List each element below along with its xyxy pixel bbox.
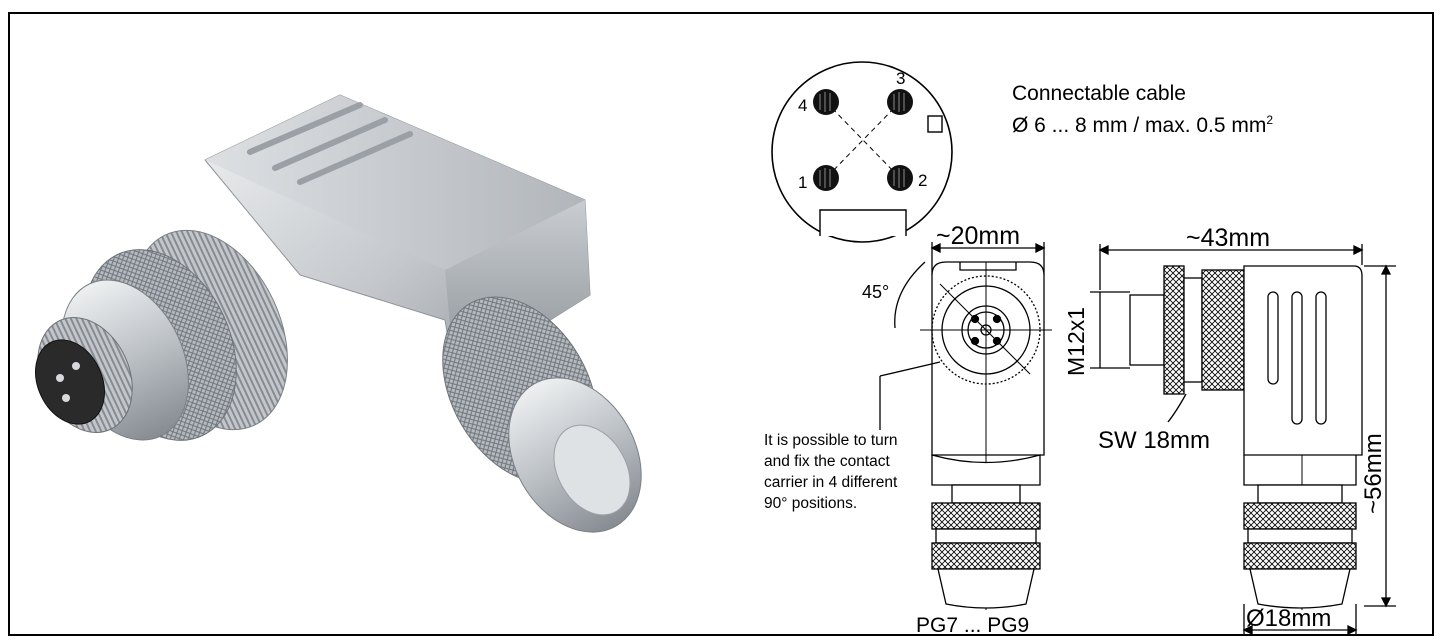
dim-angle: 45°	[862, 282, 889, 302]
cable-spec: Connectable cable Ø 6 ... 8 mm / max. 0.…	[1012, 80, 1273, 139]
front-gland-knurl	[931, 502, 1041, 530]
dim-front-width: ~20mm	[936, 222, 1020, 250]
connector-photo	[35, 94, 642, 533]
side-nut-knurl	[1163, 265, 1185, 395]
housing-top	[205, 95, 585, 270]
angle-arc	[894, 261, 926, 329]
dim-arrows	[930, 242, 1046, 254]
pin-label-4: 4	[798, 96, 807, 115]
pin-3	[887, 89, 913, 115]
dim-wrench: SW 18mm	[1098, 427, 1210, 454]
pin-label-1: 1	[798, 173, 807, 192]
pin-1	[813, 165, 839, 191]
side-view-drawing	[1090, 244, 1396, 636]
dim-gland: PG7 ... PG9	[916, 614, 1029, 637]
housing-grooves	[247, 102, 413, 185]
pin-layout-outline	[771, 61, 953, 243]
dim-height: ~56mm	[1360, 433, 1387, 514]
pin-label-2: 2	[918, 171, 927, 190]
pin-layout: 4 3 1 2	[771, 61, 953, 243]
side-plug	[1129, 294, 1165, 366]
dim-side-length: ~43mm	[1186, 224, 1270, 252]
cable-spec-superscript: 2	[1266, 113, 1274, 127]
front-gland-cap	[937, 568, 1035, 609]
coding-key	[927, 115, 943, 133]
locking-notch	[819, 209, 907, 236]
rotation-note: It is possible to turn and fix the conta…	[764, 432, 898, 512]
contact-pin	[62, 394, 70, 402]
pin-label-3: 3	[896, 69, 905, 88]
cable-spec-line1: Connectable cable	[1012, 82, 1186, 105]
cable-entry	[553, 424, 631, 516]
side-housing	[1243, 265, 1363, 456]
cable-spec-line2: Ø 6 ... 8 mm / max. 0.5 mm2	[1012, 107, 1273, 139]
contact-pin	[56, 374, 64, 382]
front-housing	[931, 261, 1045, 456]
dim-thread: M12x1	[1063, 307, 1089, 376]
pin-4	[813, 89, 839, 115]
side-coupling-knurl	[1201, 269, 1245, 391]
pin-2	[887, 165, 913, 191]
cable-spec-line2-text: Ø 6 ... 8 mm / max. 0.5 mm	[1012, 114, 1267, 137]
dim-cable-diameter: Ø18mm	[1246, 605, 1331, 632]
front-view-drawing	[879, 242, 1052, 610]
contact-pin	[72, 362, 80, 370]
contact-insert	[35, 339, 105, 425]
